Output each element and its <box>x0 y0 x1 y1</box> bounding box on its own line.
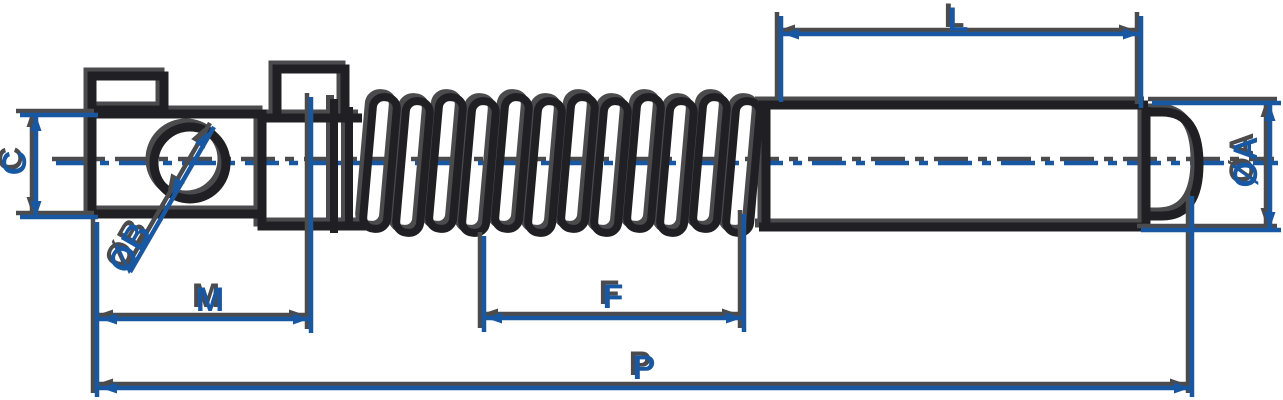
coil-loop <box>689 93 731 233</box>
coil-loop <box>425 93 467 233</box>
neck-section <box>257 99 368 233</box>
part-outline <box>87 64 1204 237</box>
arrowhead-left <box>101 313 117 325</box>
arrowhead-right <box>1123 28 1139 40</box>
coil-loop <box>656 97 698 237</box>
arrowhead-up <box>30 115 42 131</box>
end-cap <box>1150 107 1204 221</box>
dim-label-p: P <box>633 349 656 387</box>
dim-m: M <box>94 97 314 397</box>
dim-label-phi-a: ØA <box>1227 137 1265 188</box>
coil-loop <box>359 93 401 233</box>
coil-loop <box>557 93 599 233</box>
coil-loop <box>458 97 500 237</box>
arrowhead-left <box>486 312 502 324</box>
dim-f: F <box>481 214 747 332</box>
arrowhead-right <box>726 312 742 324</box>
mounting-tab-left <box>87 71 169 115</box>
coil-loop <box>722 97 764 237</box>
dim-label-l: L <box>948 1 969 39</box>
arrowhead-right <box>1174 382 1190 394</box>
arrowhead-upper <box>195 132 208 149</box>
dim-label-c: C <box>0 151 34 176</box>
clevis-block <box>87 64 350 219</box>
coil-loop <box>623 93 665 233</box>
coil-loop <box>392 97 434 237</box>
tube-body <box>759 100 1204 232</box>
spring-coil <box>359 93 771 237</box>
leader-line <box>128 125 216 274</box>
dim-c: C <box>0 112 98 220</box>
arrowhead-right <box>293 313 309 325</box>
arrowhead-up <box>1264 105 1276 121</box>
arrowhead-down <box>30 201 42 217</box>
dim-label-f: F <box>603 278 624 316</box>
coil-loop <box>524 97 566 237</box>
dim-label-phi-b: ØB <box>101 216 159 279</box>
arrowhead-lower <box>172 177 185 194</box>
arrowhead-down <box>1264 212 1276 228</box>
arrowhead-left <box>101 382 117 394</box>
coil-loop <box>491 93 533 233</box>
dim-label-m: M <box>196 281 224 319</box>
coil-loop <box>590 97 632 237</box>
clevis-body <box>87 109 267 219</box>
bore-hole <box>149 122 231 204</box>
arrowhead-left <box>783 28 799 40</box>
dim-phi-a: ØA <box>1141 100 1281 233</box>
dim-l: L <box>778 1 1144 108</box>
